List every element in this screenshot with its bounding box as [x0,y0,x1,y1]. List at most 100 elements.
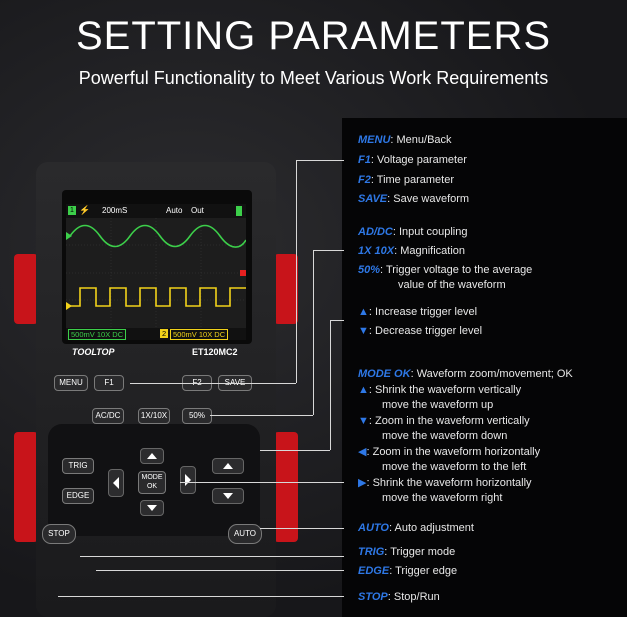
legend-desc: Trigger voltage to the average [385,264,533,276]
legend-menu: MENU: Menu/Back [358,134,452,146]
leader-line [313,250,344,251]
oscilloscope-device: 1 ⚡ 200mS Auto Out 500mV 10X DC 2 500mV … [14,162,298,617]
stop-button[interactable]: STOP [42,524,76,544]
up-triangle-icon: ▲ [358,384,369,396]
lightning-icon: ⚡ [79,205,91,215]
legend-key: SAVE [358,193,388,205]
edge-button[interactable]: EDGE [62,488,94,504]
auto-button[interactable]: AUTO [228,524,262,544]
mode-ok-button[interactable]: MODE OK [138,471,166,494]
legend-trigger-up: ▲: Increase trigger level [358,306,478,318]
legend-desc-cont: move the waveform up [382,399,494,411]
left-triangle-icon: ◀ [358,446,367,458]
pct50-button[interactable]: 50% [182,408,212,424]
x1x10-button[interactable]: 1X/10X [138,408,170,424]
trigger-up-button[interactable] [212,458,244,474]
nav-down-button[interactable] [140,500,164,516]
leader-line [130,383,296,384]
legend-desc: Shrink the waveform vertically [375,384,522,396]
down-triangle-icon: ▼ [358,325,369,337]
legend-key: F1 [358,154,371,166]
legend-key: TRIG [358,546,385,558]
legend-key: STOP [358,591,388,603]
left-bumper-top [14,254,38,324]
menu-button[interactable]: MENU [54,375,88,391]
ch1-sine-wave [69,224,246,248]
legend-stop: STOP: Stop/Run [358,591,440,603]
leader-line [210,415,313,416]
leader-line [330,320,331,450]
nav-left-button[interactable] [108,469,124,497]
ch2-label: 2 [160,329,169,338]
ch2-square-wave [70,287,246,307]
legend-desc-cont: value of the waveform [398,279,506,291]
lcd-screen: 1 ⚡ 200mS Auto Out 500mV 10X DC 2 500mV … [66,204,246,340]
legend-desc: Zoom in the waveform horizontally [372,446,541,458]
legend-key: EDGE [358,565,390,577]
leader-line [260,528,344,529]
trig-button[interactable]: TRIG [62,458,94,474]
legend-trig: TRIG: Trigger mode [358,546,456,558]
down-triangle-icon: ▼ [358,415,369,427]
legend-desc: Decrease trigger level [375,325,483,337]
brand-logo: TOOLTOP [72,347,115,357]
page-title: SETTING PARAMETERS [75,14,552,58]
page-subtitle: Powerful Functionality to Meet Various W… [78,68,549,88]
legend-panel [342,118,627,617]
legend-f1: F1: Voltage parameter [358,154,467,166]
down-arrow-icon [147,505,157,511]
legend-desc: Increase trigger level [375,306,478,318]
right-arrow-icon [185,474,191,486]
leader-line [80,556,344,557]
right-bumper-top [274,254,298,324]
legend-mag: 1X 10X: Magnification [358,245,466,257]
legend-edge: EDGE: Trigger edge [358,565,458,577]
leader-line [296,160,344,161]
trigger-mode-value: Auto [166,206,183,215]
leader-line [296,160,297,383]
legend-acdc: AD/DC: Input coupling [358,226,468,238]
legend-key: AUTO [358,522,389,534]
ch2-marker-icon [66,302,72,310]
leader-line [58,596,344,597]
legend-key: 1X 10X [358,245,395,257]
legend-key: 50% [358,264,381,276]
f1-button[interactable]: F1 [94,375,124,391]
left-bumper-bottom [14,432,38,542]
right-triangle-icon: ▶ [358,477,367,489]
legend-desc-cont: move the waveform to the left [382,461,527,473]
legend-key: F2 [358,174,371,186]
right-bumper-bottom [274,432,298,542]
trigger-down-button[interactable] [212,488,244,504]
legend-desc: Input coupling [398,226,468,238]
battery-icon [236,206,242,216]
legend-desc: Stop/Run [393,591,440,603]
up-arrow-icon [147,453,157,459]
trigger-marker-icon [240,270,246,276]
leader-line [330,320,344,321]
up-arrow-icon [223,463,233,469]
lcd-status-bar: 1 ⚡ 200mS Auto Out [66,204,246,218]
legend-desc: Magnification [400,245,466,257]
nav-right-button[interactable] [180,466,196,494]
legend-desc-cont: move the waveform right [382,492,503,504]
left-arrow-icon [113,477,119,489]
legend-desc-cont: move the waveform down [382,430,508,442]
nav-up-button[interactable] [140,448,164,464]
ch1-indicator-icon: 1 [68,206,76,215]
legend-save: SAVE: Save waveform [358,193,470,205]
legend-desc: Menu/Back [396,134,452,146]
output-value: Out [191,206,204,215]
leader-line [180,482,344,483]
legend-desc: Trigger mode [390,546,456,558]
model-label: ET120MC2 [192,347,238,357]
legend-key: AD/DC [358,226,393,238]
acdc-button[interactable]: AC/DC [92,408,124,424]
legend-desc: Waveform zoom/movement; OK [416,368,573,380]
leader-line [313,250,314,415]
legend-f2: F2: Time parameter [358,174,454,186]
